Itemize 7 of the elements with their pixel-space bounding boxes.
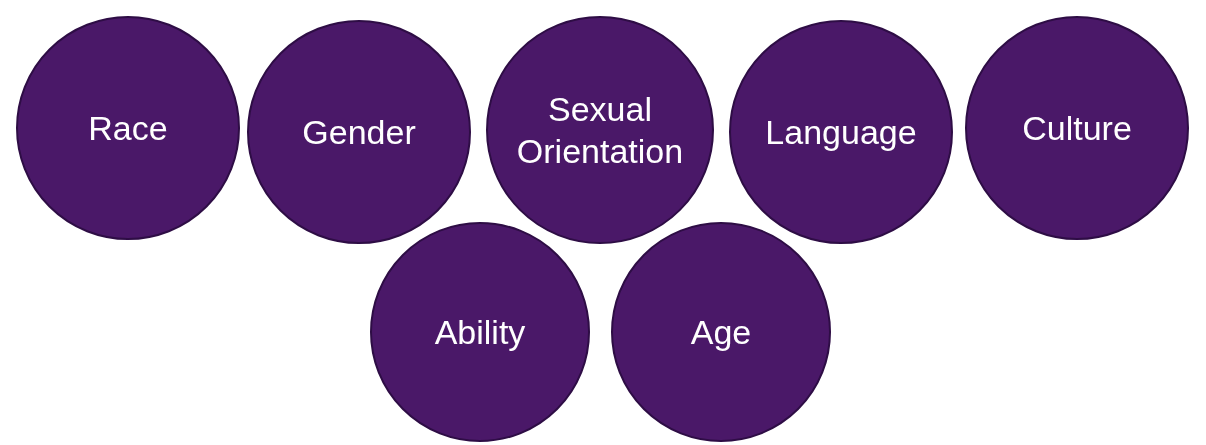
circle-label: Culture xyxy=(1022,108,1132,149)
circle-label: Language xyxy=(765,112,917,153)
circle-label: Age xyxy=(690,312,752,353)
circle-label: Ability xyxy=(434,312,526,353)
circle-label: Race xyxy=(88,108,168,149)
circle-label: Sexual Orientation xyxy=(515,89,685,172)
circle-label: Gender xyxy=(302,112,416,153)
